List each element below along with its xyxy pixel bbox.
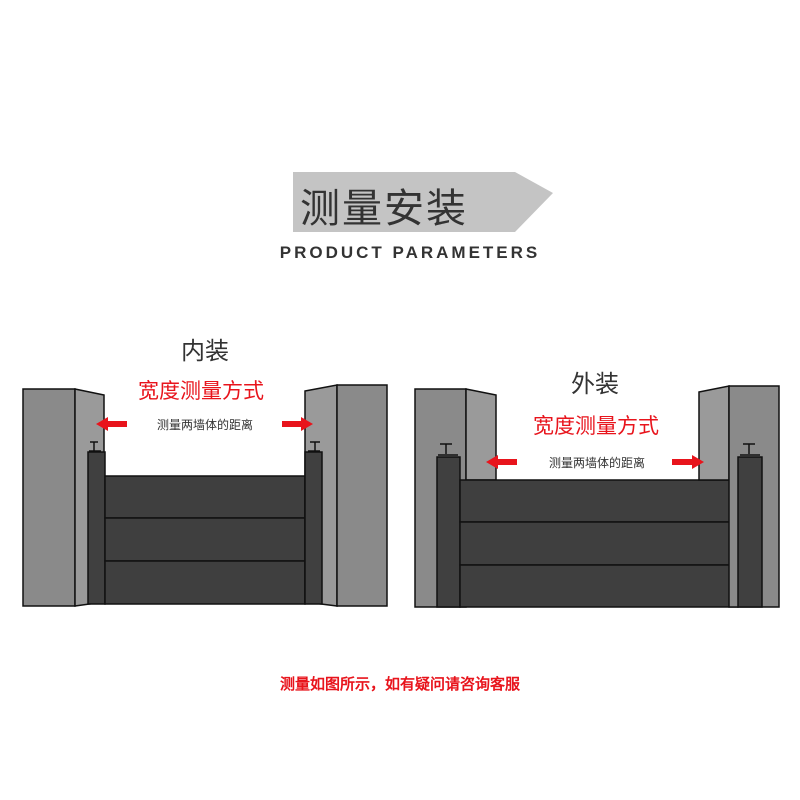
section-title: 测量安装 xyxy=(300,186,468,232)
title-background xyxy=(293,172,553,232)
left-wall-side xyxy=(465,388,497,481)
panel xyxy=(104,517,306,562)
panel xyxy=(104,475,306,519)
panel xyxy=(459,564,739,608)
outer-diagram xyxy=(414,385,780,608)
inner-method: 宽度测量方式 xyxy=(138,379,264,403)
left-wall xyxy=(22,388,76,607)
arrow-right-icon xyxy=(672,455,704,469)
inner-label: 内装 xyxy=(181,337,229,365)
outer-note: 测量两墙体的距离 xyxy=(548,456,646,470)
outer-arrows xyxy=(486,455,704,469)
clamp-icon xyxy=(308,441,320,452)
panel xyxy=(459,521,739,566)
section-subtitle: PRODUCT PARAMETERS xyxy=(279,243,541,262)
right-wall-side xyxy=(698,385,730,481)
inner-diagram xyxy=(22,384,388,607)
inner-arrows xyxy=(96,417,313,431)
inner-note: 测量两墙体的距离 xyxy=(156,418,254,432)
arrow-left-icon xyxy=(96,417,127,431)
clamp-icon xyxy=(438,443,458,456)
right-post xyxy=(304,451,323,605)
outer-label: 外装 xyxy=(571,370,619,398)
left-post xyxy=(436,456,461,608)
arrow-left-icon xyxy=(486,455,517,469)
footer-note: 测量如图所示，如有疑问请咨询客服 xyxy=(279,675,521,693)
clamp-icon xyxy=(89,441,101,452)
panel xyxy=(104,560,306,605)
right-post xyxy=(737,456,763,608)
clamp-icon xyxy=(740,443,760,456)
arrow-right-icon xyxy=(282,417,313,431)
left-post xyxy=(87,451,106,605)
outer-method: 宽度测量方式 xyxy=(533,414,659,438)
panel xyxy=(459,479,739,523)
right-wall xyxy=(336,384,388,607)
